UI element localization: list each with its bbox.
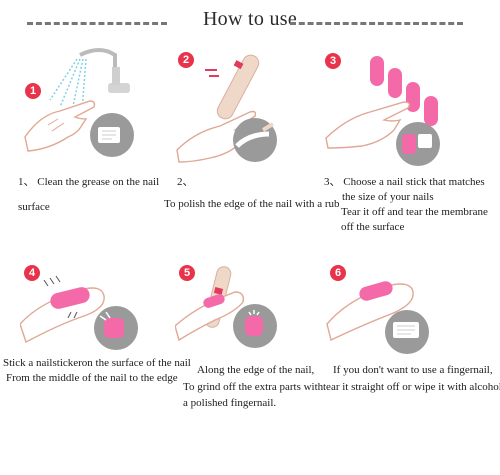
divider-right <box>290 22 463 25</box>
divider-left <box>27 22 167 25</box>
step-2-badge: 2 <box>178 52 194 68</box>
step-5-illustration: 5 <box>174 262 300 352</box>
faucet-icon <box>79 48 130 93</box>
water-spray-icon <box>49 58 87 112</box>
step-6-illustration: 6 <box>325 262 455 357</box>
finger-icon <box>326 281 414 341</box>
hand-icon <box>325 101 411 149</box>
nail-detail-icon <box>233 118 277 162</box>
step-3-caption: 3、 Choose a nail stick that matches the … <box>324 176 488 233</box>
step-4-illustration: 4 <box>19 262 145 352</box>
step-1-badge: 1 <box>25 83 41 99</box>
nail-detail-icon <box>90 113 134 157</box>
nail-detail-icon <box>385 310 429 354</box>
nail-detail-icon <box>233 304 277 348</box>
step-3-illustration: 3 <box>322 50 452 170</box>
step-2-illustration: 2 <box>175 50 300 170</box>
step-4-caption: Stick a nailstickeron the surface of the… <box>3 357 191 384</box>
nail-detail-icon <box>396 122 440 166</box>
step-6-caption: If you don't want to use a fingernail, t… <box>323 364 500 393</box>
page-title: How to use <box>202 8 298 30</box>
step-2-caption: 2、 To polish the edge of the nail with a… <box>164 176 340 210</box>
step-3-badge: 3 <box>325 53 341 69</box>
step-5-badge: 5 <box>179 265 195 281</box>
step-4-badge: 4 <box>24 265 40 281</box>
finger-icon <box>19 275 105 344</box>
nail-file-icon <box>205 54 260 120</box>
header: How to use <box>0 8 500 38</box>
finger-icon <box>174 291 245 342</box>
step-5-caption: Along the edge of the nail, To grind off… <box>183 364 324 409</box>
nail-detail-icon <box>94 306 138 350</box>
hand-icon <box>24 100 96 152</box>
step-1-caption: 1、 Clean the grease on the nail surface <box>18 176 160 213</box>
step-1-illustration: 1 <box>20 45 145 170</box>
step-6-badge: 6 <box>330 265 346 281</box>
